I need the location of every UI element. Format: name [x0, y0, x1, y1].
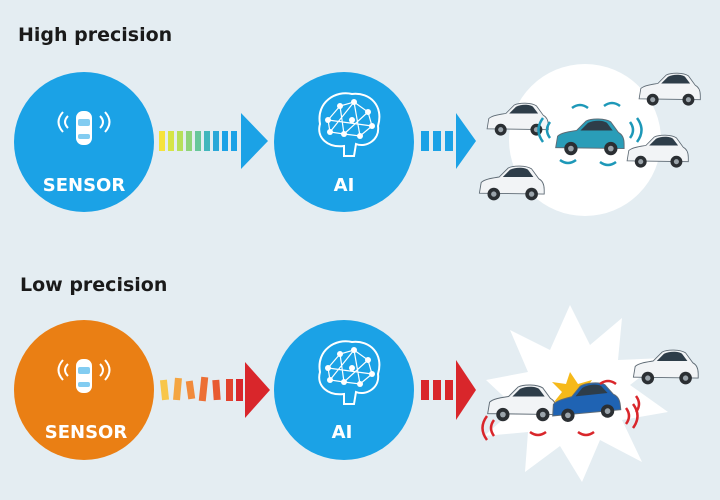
- arrow-head-icon: [245, 362, 270, 418]
- ai-label-low: AI: [332, 422, 353, 443]
- arrow-low: [421, 360, 476, 420]
- ai-label-high: AI: [334, 175, 355, 196]
- arrow-head-icon: [456, 360, 476, 420]
- heading-high-precision: High precision: [18, 24, 173, 46]
- sensor-label-low: SENSOR: [45, 422, 128, 443]
- data-stream-low: [159, 362, 270, 418]
- ai-circle-low: AI: [274, 320, 414, 460]
- data-stream-high: [159, 113, 268, 169]
- safe-driving-scene: [478, 64, 701, 216]
- signal-waves-icon: [537, 101, 643, 167]
- sensor-label-high: SENSOR: [43, 175, 126, 196]
- arrow-head-icon: [456, 113, 476, 169]
- arrow-head-icon: [241, 113, 268, 169]
- alert-waves-icon: [481, 379, 641, 441]
- ai-circle-high: AI: [274, 72, 414, 212]
- collision-scene: [481, 305, 699, 482]
- sensor-circle-high: SENSOR: [14, 72, 154, 212]
- sensor-circle-low: SENSOR: [14, 320, 154, 460]
- heading-low-precision: Low precision: [20, 274, 168, 296]
- arrow-high: [421, 113, 476, 169]
- impact-spark-icon: [552, 372, 594, 412]
